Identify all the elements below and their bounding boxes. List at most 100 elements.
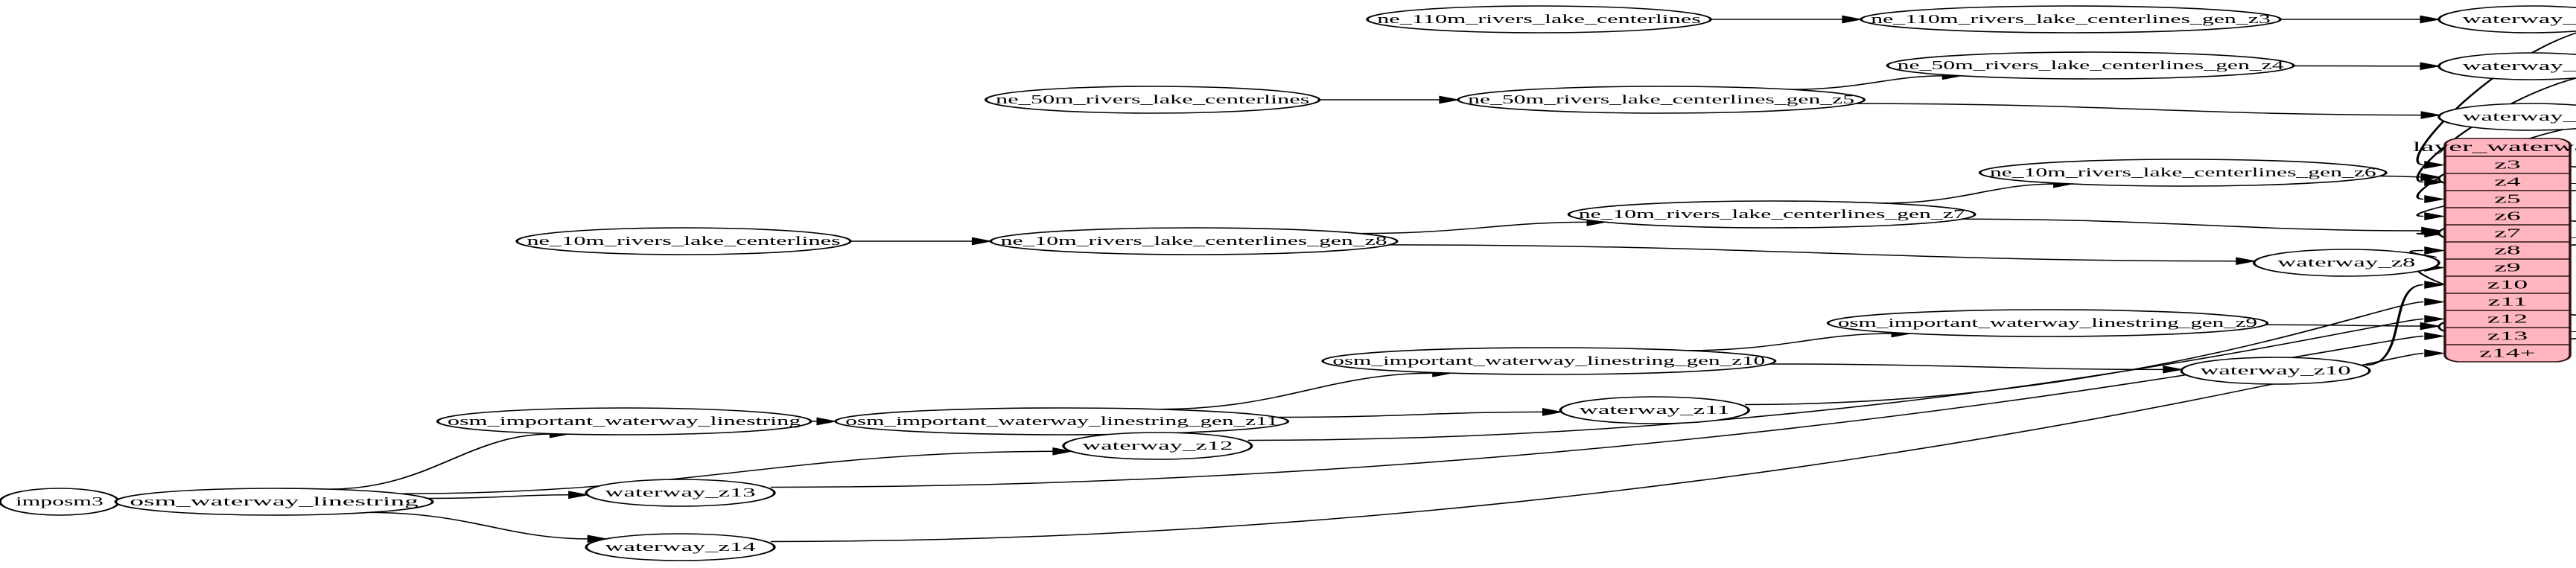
node-label: ne_10m_rivers_lake_centerlines_gen_z6 [1990, 165, 2376, 179]
node-shape[interactable] [1860, 5, 2282, 33]
node-osm_important_waterway_linestring[interactable]: osm_important_waterway_linestring [436, 407, 812, 435]
node-shape[interactable] [114, 488, 434, 516]
node-shape[interactable] [1826, 309, 2269, 337]
record-row-z5[interactable]: z5 [2494, 192, 2521, 206]
node-waterway_z11[interactable]: waterway_z11 [1559, 396, 1750, 424]
edge-ne_10m_rivers_lake_centerlines_gen_z8-to-ne_10m_rivers_lake_centerlines_gen_z7 [1360, 221, 1588, 234]
node-shape[interactable] [515, 227, 852, 255]
node-shape[interactable] [1321, 347, 1777, 375]
node-ne_10m_rivers_lake_centerlines_gen_z8[interactable]: ne_10m_rivers_lake_centerlines_gen_z8 [989, 227, 1399, 255]
node-waterway_z13[interactable]: waterway_z13 [585, 479, 776, 507]
record-row-z10[interactable]: z10 [2487, 278, 2528, 292]
node-shape[interactable] [2437, 5, 2576, 33]
edge-osm_waterway_linestring-to-waterway_z13 [427, 494, 570, 500]
edge-osm_important_waterway_linestring_gen_z9-to-waterway_z9 [2265, 324, 2421, 327]
record-node-layer: layer_waterwayz3z4z5z6z7z8z9z10z11z12z13… [2413, 138, 2576, 363]
edge-osm_important_waterway_linestring_gen_z10-to-waterway_z10 [1769, 363, 2164, 371]
node-shape[interactable] [2437, 52, 2576, 80]
node-shape[interactable] [1457, 86, 1866, 114]
edge-osm_important_waterway_linestring_gen_z11-to-osm_important_waterway_linestring_gen_z10 [1159, 372, 1434, 410]
node-ne_10m_rivers_lake_centerlines_gen_z7[interactable]: ne_10m_rivers_lake_centerlines_gen_z7 [1567, 200, 1976, 229]
edge-arrowhead [2424, 298, 2446, 306]
record-row-z4[interactable]: z4 [2494, 175, 2521, 189]
edge-arrowhead [2420, 15, 2441, 24]
edge-arrowhead [2424, 349, 2446, 357]
node-osm_important_waterway_linestring_gen_z11[interactable]: osm_important_waterway_linestring_gen_z1… [834, 407, 1290, 435]
edge-ne_50m_rivers_lake_centerlines_gen_z5-to-ne_50m_rivers_lake_centerlines_gen_z4 [1790, 75, 1943, 90]
edge-arrowhead [2424, 195, 2446, 203]
edge-arrowhead [2424, 315, 2446, 323]
node-shape[interactable] [436, 407, 812, 435]
node-shape[interactable] [1567, 200, 1976, 229]
node-osm_important_waterway_linestring_gen_z10[interactable]: osm_important_waterway_linestring_gen_z1… [1321, 347, 1777, 375]
node-shape[interactable] [1062, 432, 1253, 460]
nodes-layer: imposm3 osm_waterway_linestring osm_import… [0, 5, 2576, 561]
edge-osm_waterway_linestring-to-osm_important_waterway_linestring [328, 433, 550, 490]
node-ne_50m_rivers_lake_centerlines_gen_z4[interactable]: ne_50m_rivers_lake_centerlines_gen_z4 [1886, 51, 2295, 80]
node-waterway_z3[interactable]: waterway_z3 [2437, 5, 2576, 33]
edge-arrowhead [816, 417, 838, 426]
node-label: ne_110m_rivers_lake_centerlines [1377, 12, 1701, 26]
node-waterway_z10[interactable]: waterway_z10 [2180, 357, 2371, 385]
node-shape[interactable] [834, 407, 1290, 435]
record-row-z12[interactable]: z12 [2487, 312, 2528, 326]
edge-waterway_z3-to-layer_waterway-z3 [2416, 32, 2576, 166]
node-waterway_z12[interactable]: waterway_z12 [1062, 432, 1253, 460]
node-shape[interactable] [585, 479, 776, 507]
record-row-z6[interactable]: z6 [2494, 209, 2521, 223]
edge-waterway_z12-to-layer_waterway-z12 [1247, 318, 2424, 441]
edge-arrowhead [2420, 62, 2441, 71]
edge-waterway_z14-to-layer_waterway-z14+ [770, 352, 2424, 543]
node-ne_110m_rivers_lake_centerlines[interactable]: ne_110m_rivers_lake_centerlines [1366, 5, 1712, 33]
node-shape[interactable] [1978, 159, 2388, 187]
edge-arrowhead [1542, 408, 1564, 416]
edge-arrowhead [2420, 322, 2442, 331]
edge-arrowhead [2163, 365, 2184, 374]
node-shape[interactable] [2180, 357, 2371, 385]
node-ne_50m_rivers_lake_centerlines_gen_z5[interactable]: ne_50m_rivers_lake_centerlines_gen_z5 [1457, 86, 1866, 114]
edge-osm_important_waterway_linestring_gen_z10-to-osm_important_waterway_linestring_gen_z9 [1688, 333, 1892, 351]
node-osm_waterway_linestring[interactable]: osm_waterway_linestring [114, 488, 434, 516]
node-shape[interactable] [2252, 249, 2440, 277]
node-waterway_z8[interactable]: waterway_z8 [2252, 249, 2440, 277]
node-label: ne_110m_rivers_lake_centerlines_gen_z3 [1871, 12, 2271, 26]
node-ne_110m_rivers_lake_centerlines_gen_z3[interactable]: ne_110m_rivers_lake_centerlines_gen_z3 [1860, 5, 2282, 33]
node-label: ne_10m_rivers_lake_centerlines [527, 234, 840, 248]
node-waterway_z14[interactable]: waterway_z14 [585, 533, 776, 561]
edge-arrowhead [568, 491, 590, 500]
record-row-z3[interactable]: z3 [2494, 158, 2521, 172]
edge-ne_50m_rivers_lake_centerlines_gen_z5-to-waterway_z5 [1855, 103, 2422, 116]
node-shape[interactable] [2437, 103, 2576, 131]
node-waterway_z5[interactable]: waterway_z5 [2437, 103, 2576, 131]
node-ne_50m_rivers_lake_centerlines[interactable]: ne_50m_rivers_lake_centerlines [984, 86, 1321, 114]
node-imposm3[interactable]: imposm3 [0, 488, 121, 516]
record-row-z8[interactable]: z8 [2494, 243, 2521, 258]
record-row-z11[interactable]: z11 [2488, 295, 2528, 309]
edge-arrowhead [2236, 257, 2257, 266]
node-ne_10m_rivers_lake_centerlines_gen_z6[interactable]: ne_10m_rivers_lake_centerlines_gen_z6 [1978, 159, 2388, 187]
edge-ne_10m_rivers_lake_centerlines_gen_z7-to-ne_10m_rivers_lake_centerlines_gen_z6 [1882, 183, 2055, 204]
node-shape[interactable] [585, 533, 776, 561]
node-label: waterway_z13 [605, 485, 755, 500]
node-shape[interactable] [1559, 396, 1750, 424]
layer-waterway-record [2443, 138, 2572, 363]
record-row-z14+[interactable]: z14+ [2479, 346, 2536, 360]
record-row-z9[interactable]: z9 [2494, 261, 2521, 275]
node-shape[interactable] [984, 86, 1321, 114]
edges-layer [96, 15, 2576, 543]
node-shape[interactable] [1366, 5, 1712, 33]
node-label: waterway_z10 [2200, 363, 2350, 377]
node-label: imposm3 [16, 494, 104, 508]
node-shape[interactable] [989, 227, 1399, 255]
node-label: ne_50m_rivers_lake_centerlines_gen_z4 [1898, 58, 2284, 72]
edge-arrowhead [971, 237, 993, 246]
node-waterway_z4[interactable]: waterway_z4 [2437, 52, 2576, 80]
node-label: ne_50m_rivers_lake_centerlines [996, 92, 1309, 106]
record-row-z13[interactable]: z13 [2487, 329, 2528, 343]
node-ne_10m_rivers_lake_centerlines[interactable]: ne_10m_rivers_lake_centerlines [515, 227, 852, 255]
node-osm_important_waterway_linestring_gen_z9[interactable]: osm_important_waterway_linestring_gen_z9 [1826, 309, 2269, 337]
record-row-z7[interactable]: z7 [2494, 226, 2521, 240]
node-shape[interactable] [1886, 51, 2295, 80]
